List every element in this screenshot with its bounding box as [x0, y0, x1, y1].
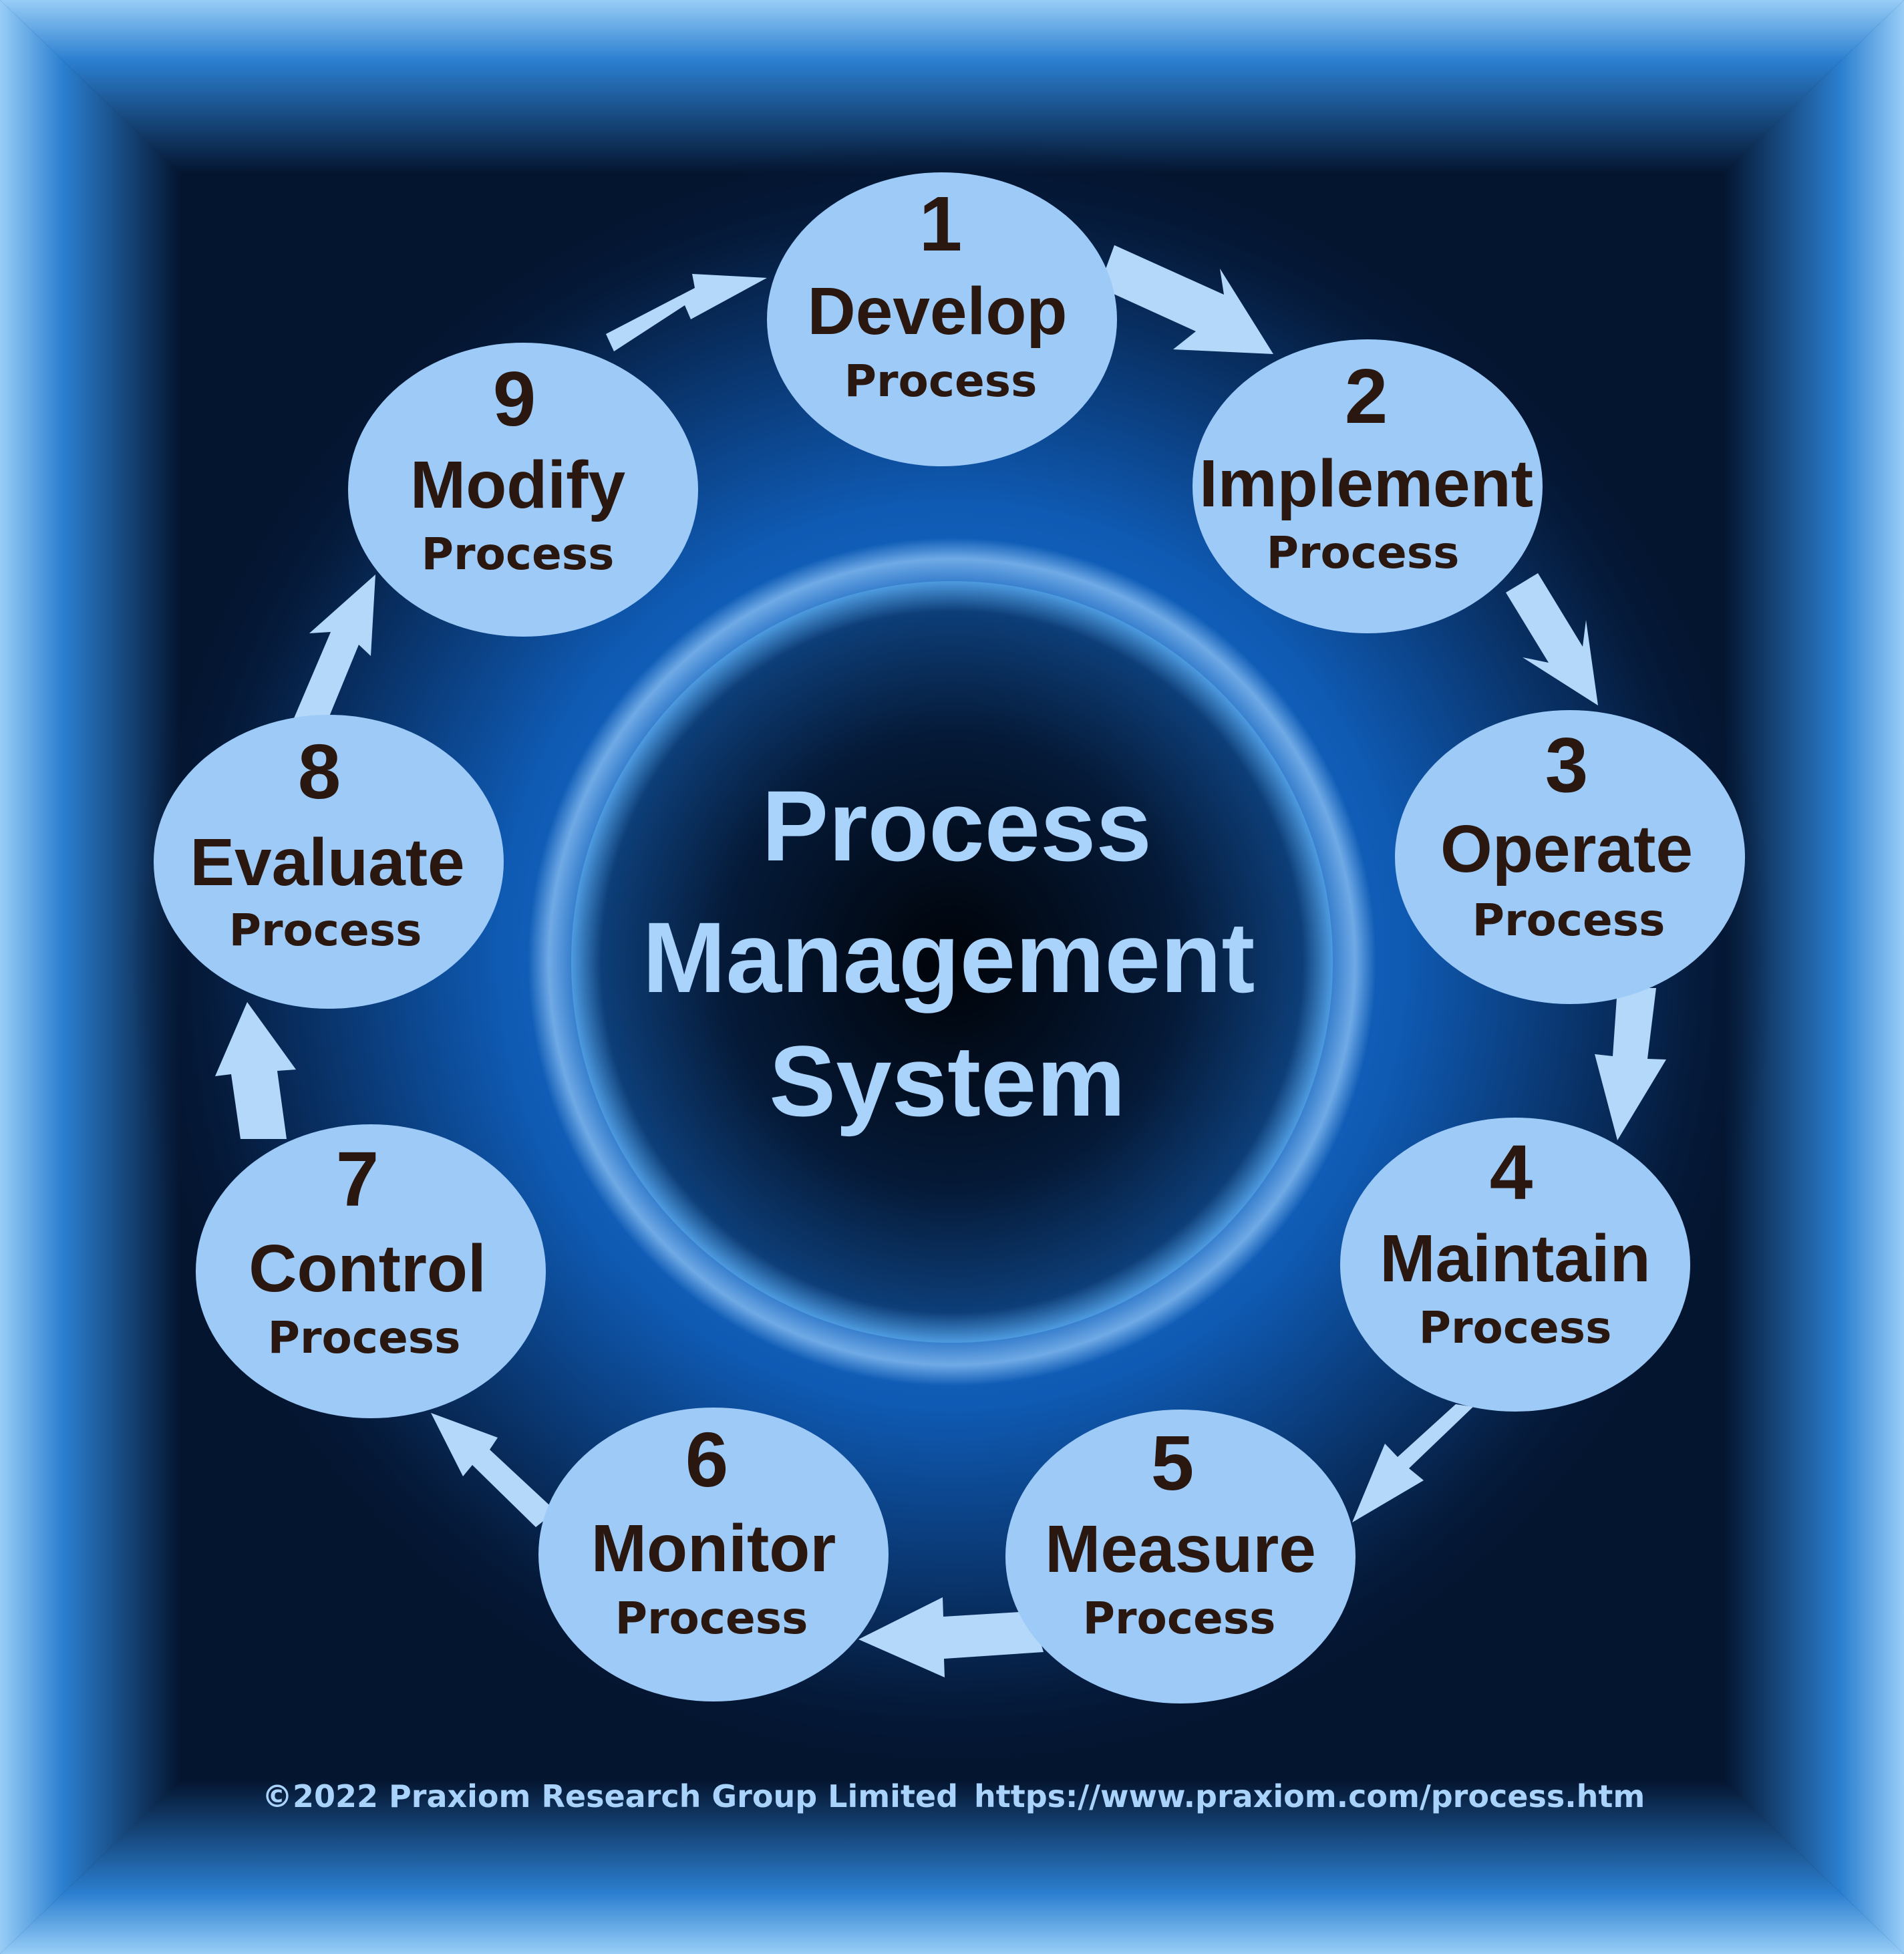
step-node-6-shape — [538, 1408, 889, 1701]
step-2-sub: Process — [1267, 527, 1460, 579]
step-node-3-shape — [1395, 710, 1745, 1004]
arrow-5-to-6 — [858, 1597, 1044, 1677]
step-4-verb: Maintain — [1380, 1221, 1651, 1296]
step-6-verb: Monitor — [591, 1511, 836, 1586]
footer-url: https://www.praxiom.com/process.htm — [974, 1778, 1645, 1814]
frame-top — [0, 0, 1904, 174]
step-node-4: 4 Maintain Process — [1340, 1118, 1690, 1412]
step-6-number: 6 — [685, 1416, 729, 1503]
step-3-verb: Operate — [1440, 812, 1693, 886]
step-2-number: 2 — [1345, 353, 1388, 440]
center-title-line-1: Process — [762, 770, 1152, 882]
step-node-6: 6 Monitor Process — [538, 1408, 889, 1701]
step-node-8: 8 Evaluate Process — [154, 715, 504, 1009]
step-node-3: 3 Operate Process — [1395, 710, 1745, 1004]
step-7-number: 7 — [336, 1136, 379, 1223]
step-node-1: 1 Develop Process — [767, 172, 1117, 466]
step-node-9-shape — [348, 343, 698, 637]
step-5-number: 5 — [1151, 1420, 1195, 1506]
frame-bottom — [0, 1780, 1904, 1954]
step-node-1-shape — [767, 172, 1117, 466]
arrow-6-to-7 — [431, 1413, 556, 1527]
step-1-sub: Process — [844, 355, 1038, 407]
arrow-2-to-3 — [1506, 573, 1598, 705]
arrow-9-to-1 — [606, 274, 767, 351]
arrow-4-to-5 — [1352, 1404, 1473, 1522]
step-7-sub: Process — [268, 1312, 461, 1363]
frame-left — [0, 0, 180, 1954]
step-7-verb: Control — [249, 1231, 486, 1306]
step-3-sub: Process — [1472, 894, 1665, 946]
step-1-verb: Develop — [807, 274, 1067, 349]
step-5-verb: Measure — [1045, 1512, 1316, 1587]
step-node-7: 7 Control Process — [196, 1124, 546, 1418]
arrow-8-to-9 — [294, 575, 375, 719]
step-node-8-shape — [154, 715, 504, 1009]
step-4-number: 4 — [1490, 1129, 1533, 1216]
step-node-5-shape — [1005, 1410, 1356, 1703]
cycle-arrows — [215, 245, 1666, 1677]
step-node-5: 5 Measure Process — [1005, 1410, 1356, 1703]
step-4-sub: Process — [1419, 1302, 1612, 1353]
step-node-7-shape — [196, 1124, 546, 1418]
frame-right — [1724, 0, 1904, 1954]
arrow-3-to-4 — [1595, 988, 1666, 1140]
step-2-verb: Implement — [1199, 446, 1533, 521]
step-node-2: 2 Implement Process — [1193, 339, 1543, 633]
arrow-1-to-2 — [1099, 245, 1273, 354]
footer-copyright: ©2022 Praxiom Research Group Limited — [262, 1778, 958, 1814]
step-8-number: 8 — [298, 728, 341, 815]
step-1-number: 1 — [919, 180, 963, 267]
step-6-sub: Process — [615, 1593, 808, 1644]
step-node-4-shape — [1340, 1118, 1690, 1412]
step-node-9: 9 Modify Process — [348, 343, 698, 637]
step-8-sub: Process — [229, 905, 422, 956]
step-5-sub: Process — [1083, 1593, 1276, 1644]
step-9-verb: Modify — [410, 448, 626, 522]
step-3-number: 3 — [1545, 721, 1589, 808]
center-circle — [571, 581, 1333, 1343]
step-8-verb: Evaluate — [190, 825, 464, 900]
step-node-2-shape — [1193, 339, 1543, 633]
center-title-line-2: Management — [643, 901, 1255, 1013]
step-9-number: 9 — [493, 355, 536, 442]
center-title-line-3: System — [769, 1025, 1126, 1137]
arrow-7-to-8 — [215, 1002, 296, 1139]
step-9-sub: Process — [422, 528, 615, 580]
